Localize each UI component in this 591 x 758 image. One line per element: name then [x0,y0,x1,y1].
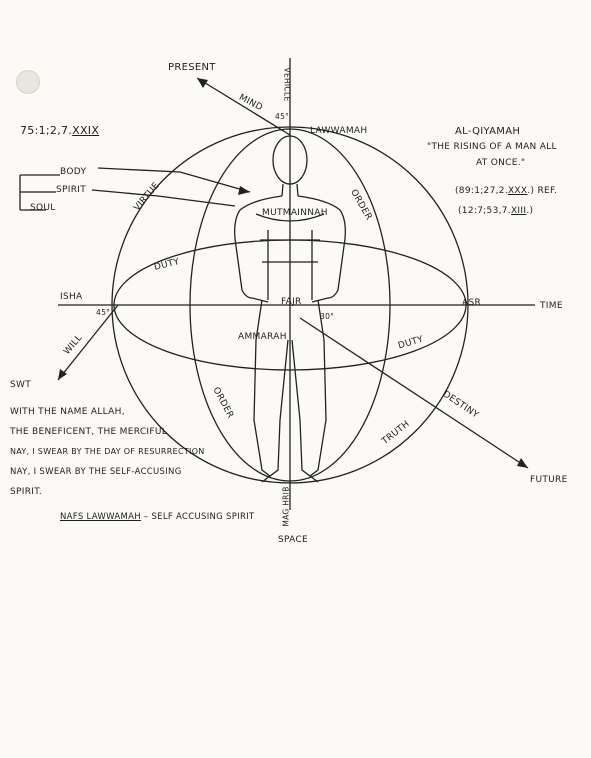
present-axis [197,78,290,135]
ref-line-1-suffix: .) Ref. [527,186,557,196]
label-fajr: Fajr [281,297,302,307]
label-spirit: Spirit [56,185,86,195]
label-vertical-bottom: Mag Hrib [282,486,291,526]
label-angle-top: 45° [275,112,289,121]
footer-term: Nafs Lawwamah [60,512,141,522]
footer-note: Nafs Lawwamah – Self Accusing Spirit [60,512,255,522]
label-space: Space [278,535,308,545]
reference-prefix: 75:1;2,7. [20,124,72,137]
label-asr: Asr [462,298,481,308]
ref-line-1-prefix: (89:1;27,2. [455,186,508,196]
title: Al-Qiyamah [455,126,520,137]
ref-line-2-emphasis: XIII [511,206,526,216]
label-future: Future [530,475,568,485]
verse-line-4: Nay, I Swear By The Self-Accusing [10,467,182,477]
label-time: Time [540,301,563,311]
reference-emphasis: XXIX [72,124,99,137]
label-lawwamah: Lawwamah [310,126,367,136]
label-vertical-top: Vehicle [282,68,291,102]
label-ammarah: Ammarah [238,332,287,342]
footer-definition: – Self Accusing Spirit [144,512,255,522]
label-isha: Isha [60,292,83,302]
ref-line-2: (12:7;53,7.XIII.) [458,206,533,216]
ref-line-2-suffix: .) [526,206,533,216]
verse-line-3: Nay, I Swear By The Day of Resurrection [10,447,205,456]
label-present: Present [168,62,216,73]
quote-line-2: At Once." [476,158,525,168]
label-mutmainnah: Mutmainnah [262,208,328,218]
label-body: Body [60,167,86,177]
verse-line-2: The Beneficent, The Merciful [10,427,167,437]
reference-top-left: 75:1;2,7.XXIX [20,124,99,137]
verse-line-1: With The Name Allah, [10,407,125,417]
ref-line-1: (89:1;27,2.XXX.) Ref. [455,186,557,196]
ref-line-1-emphasis: XXX [508,186,527,196]
destiny-arrowhead [517,458,528,468]
verse-line-0: Swt [10,380,31,390]
label-soul: Soul [30,203,56,213]
label-angle-left: 45° [96,308,110,317]
body-arrow [98,168,250,192]
verse-line-5: Spirit. [10,487,42,497]
label-angle-center: 30° [320,312,334,321]
quote-line-1: "The Rising of a Man All [427,142,557,152]
body-arrowhead [238,186,250,195]
ref-line-2-prefix: (12:7;53,7. [458,206,511,216]
